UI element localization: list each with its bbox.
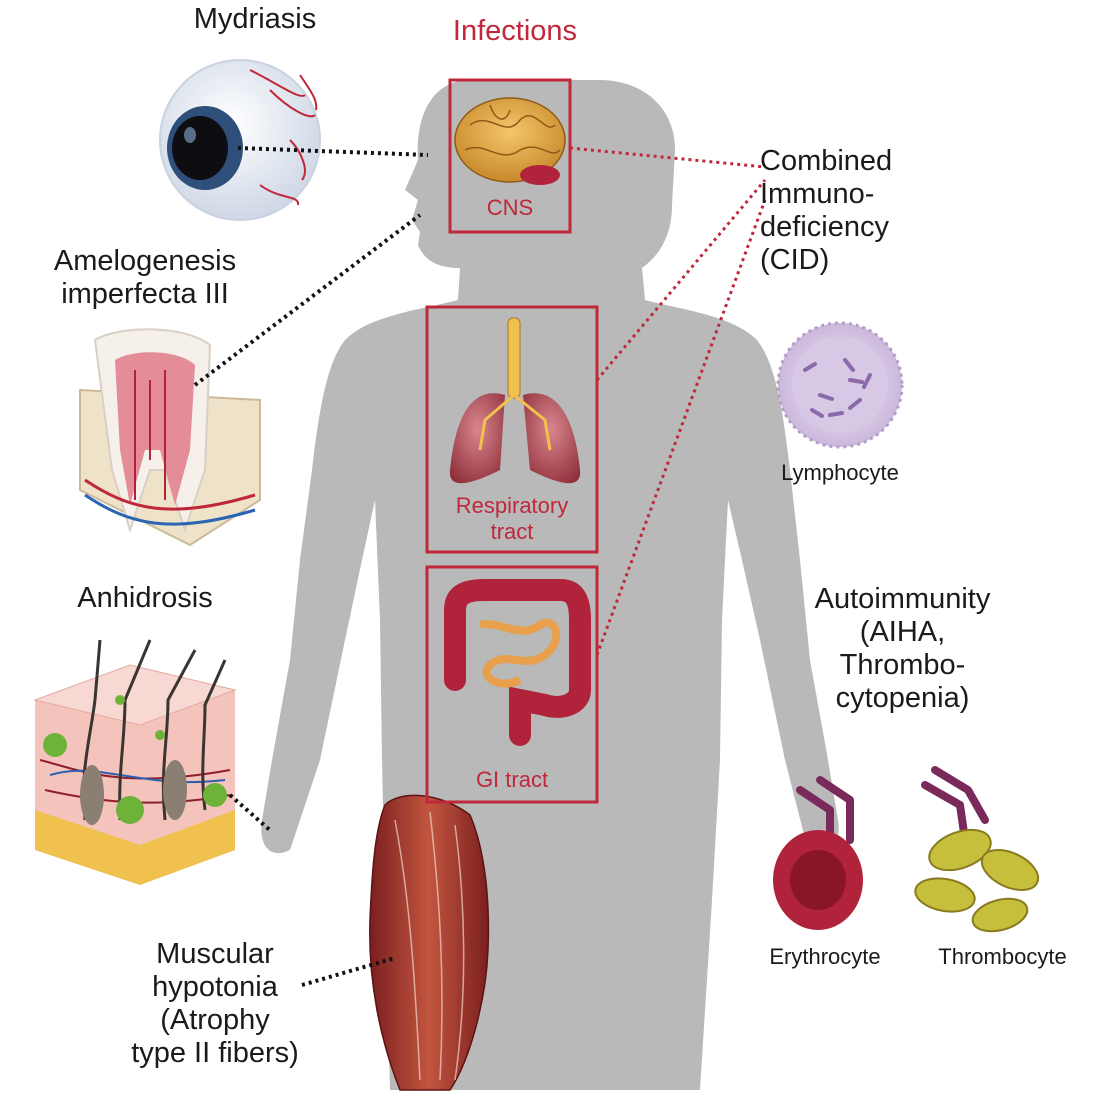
muscular-connector [301, 956, 396, 987]
infections-title: Infections [452, 15, 578, 47]
erythrocyte-label: Erythrocyte [769, 944, 881, 969]
cid-label: Combined Immuno- deficiency (CID) [760, 145, 893, 276]
amelogenesis-label: Amelogenesis imperfecta III [53, 245, 237, 310]
skin-icon [33, 639, 237, 885]
thrombocyte-label: Thrombocyte [938, 944, 1067, 969]
amelogenesis-connector [193, 213, 422, 387]
thrombocyte-icon [914, 828, 1040, 933]
mydriasis-label: Mydriasis [193, 3, 317, 35]
gi-label: GI tract [475, 767, 549, 792]
cns-frame [448, 78, 572, 234]
respiratory-cid-connector [595, 179, 767, 381]
brain-icon [454, 97, 566, 185]
lymphocyte-icon [776, 321, 904, 449]
tooth-icon [79, 328, 261, 547]
respiratory-label: Respiratory tract [455, 493, 569, 544]
cns-label: CNS [486, 195, 534, 220]
gi-tract-icon [444, 579, 591, 746]
respiratory-frame [425, 305, 599, 554]
eye-icon [159, 59, 321, 221]
erythrocyte-icon [773, 830, 863, 930]
autoimmunity-label: Autoimmunity (AIHA, Thrombo- cytopenia) [814, 583, 991, 714]
lungs-icon [449, 317, 581, 484]
gi-frame [425, 565, 599, 804]
muscular-hypotonia-label: Muscular hypotonia (Atrophy type II fibe… [131, 938, 299, 1069]
red-connectors [569, 146, 767, 656]
antibody-icon [796, 766, 989, 854]
cns-cid-connector [569, 146, 766, 169]
organ-frames [425, 78, 599, 804]
anhidrosis-label: Anhidrosis [77, 582, 213, 614]
black-connectors [193, 146, 429, 987]
lymphocyte-label: Lymphocyte [781, 460, 899, 485]
anhidrosis-connector [228, 793, 274, 834]
muscle-icon [369, 794, 490, 1091]
